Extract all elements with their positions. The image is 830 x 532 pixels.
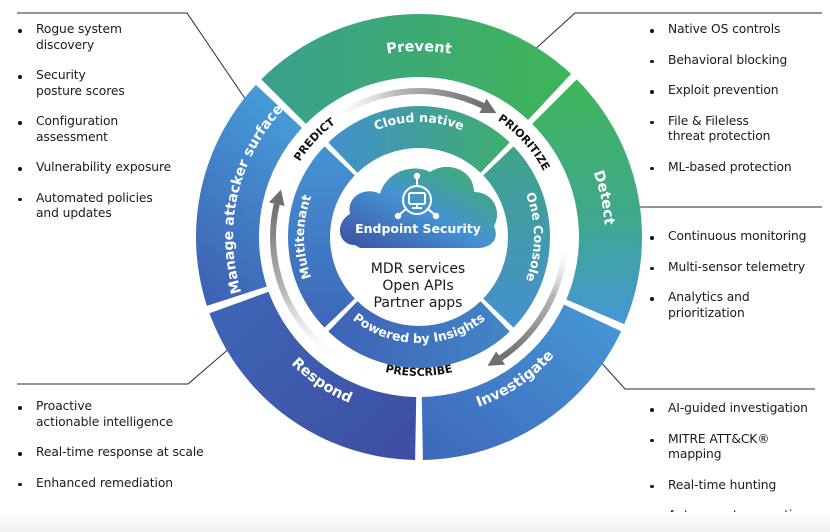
outer-segment-detect [532, 79, 642, 325]
service-mdr: MDR services [371, 261, 465, 277]
list-item-text: Real-time hunting [668, 477, 777, 492]
arrow-left-shaft [270, 203, 352, 369]
list-item: Continuous monitoring [648, 229, 830, 245]
inner-segment-one-console [483, 146, 550, 328]
arrow-left-head [268, 189, 285, 206]
phase-prescribe: PRESCRIBE [384, 362, 453, 379]
label-prevent-path: Prevent [385, 39, 453, 58]
list-item-text: Real-time response at scale [36, 445, 204, 459]
list-item: Analytics and prioritization [648, 290, 830, 321]
list-item-text: Configuration assessment [36, 114, 119, 144]
list-item: Configuration assessment [16, 114, 196, 145]
list-item-text: Continuous monitoring [668, 229, 807, 243]
label-multitenant-path: Multitenant [292, 193, 314, 282]
list-item-text: AI-guided investigation [668, 401, 808, 415]
list-item: Vulnerability exposure [16, 160, 196, 176]
list-item: Proactive actionable intelligence [16, 399, 236, 430]
list-item-text: Multi-sensor telemetry [668, 259, 806, 274]
connector-respond [17, 346, 232, 385]
label-one-console-path: One Console [523, 190, 546, 284]
outer-segment-respond [209, 291, 417, 460]
list-item-text: Exploit prevention [668, 83, 779, 97]
monitor-network-icon [394, 172, 440, 220]
arrow-top-shaft [323, 88, 485, 128]
label-one-console: One Console [523, 190, 546, 284]
list-item: Exploit prevention [648, 83, 830, 99]
list-item-text: Proactive actionable intelligence [36, 399, 174, 429]
list-item: File & Fileless threat protection [648, 114, 830, 145]
list-item-text: Rogue system discovery [36, 22, 122, 52]
list-item: Enhanced remediation [16, 476, 236, 492]
product-label: Endpoint Security [355, 221, 481, 236]
service-open-apis: Open APIs [382, 278, 453, 294]
outer-segment-prevent [261, 14, 572, 124]
list-item: Automated policies and updates [16, 191, 196, 222]
list-item: Rogue system discovery [16, 22, 196, 53]
list-item-text: Vulnerability exposure [36, 160, 172, 174]
list-item: Real-time hunting [648, 478, 830, 494]
arrow-right-shaft [498, 241, 568, 361]
prevent-list: Native OS controls Behavioral blocking E… [648, 22, 830, 175]
manage-attacker-surface-list: Rogue system discovery Security posture … [16, 22, 196, 222]
list-item-text: Native OS controls [668, 22, 781, 36]
bottom-fade [0, 512, 830, 532]
list-item: AI-guided investigation [648, 401, 830, 417]
outer-segment-investigate [421, 304, 622, 460]
inner-ring [288, 106, 550, 368]
inner-segment-multitenant [288, 146, 355, 328]
phase-prescribe-path: PRESCRIBE [384, 362, 453, 379]
label-prevent: Prevent [385, 39, 453, 58]
list-item: Security posture scores [16, 68, 196, 99]
list-item-text: Enhanced remediation [36, 475, 173, 490]
outer-segment-manage-attacker-surface [196, 84, 302, 306]
list-item: MITRE ATT&CK® mapping [648, 432, 830, 463]
list-item: ML-based protection [648, 160, 830, 176]
list-item-text: File & Fileless threat protection [668, 113, 771, 144]
list-item-text: Security posture scores [36, 68, 125, 98]
outer-ring [196, 14, 642, 460]
list-item-text: Behavioral blocking [668, 52, 788, 67]
arrow-top-head [479, 98, 497, 114]
list-item-text: ML-based protection [668, 159, 792, 174]
connector-prevent [530, 12, 822, 54]
connector-manage [17, 12, 247, 101]
connector-investigate [589, 349, 815, 390]
list-item-text: Automated policies and updates [36, 190, 153, 221]
list-item: Real-time response at scale [16, 445, 236, 461]
inner-segment-cloud-native [328, 106, 510, 173]
list-item: Native OS controls [648, 22, 830, 38]
inner-segment-powered-by-insights [328, 301, 510, 368]
list-item-text: MITRE ATT&CK® mapping [668, 431, 770, 462]
label-multitenant: Multitenant [292, 193, 314, 282]
detect-list: Continuous monitoring Multi-sensor telem… [648, 229, 830, 321]
list-item-text: Analytics and prioritization [668, 290, 750, 320]
list-item: Behavioral blocking [648, 53, 830, 69]
investigate-list: AI-guided investigation MITRE ATT&CK® ma… [648, 401, 830, 524]
list-item: Multi-sensor telemetry [648, 260, 830, 276]
center-hub: Endpoint Security MDR services Open APIs… [339, 166, 498, 311]
service-partner-apps: Partner apps [374, 295, 463, 311]
cycle-arrows [268, 88, 568, 369]
arrow-right-head [487, 351, 506, 366]
respond-list: Proactive actionable intelligence Real-t… [16, 399, 236, 491]
